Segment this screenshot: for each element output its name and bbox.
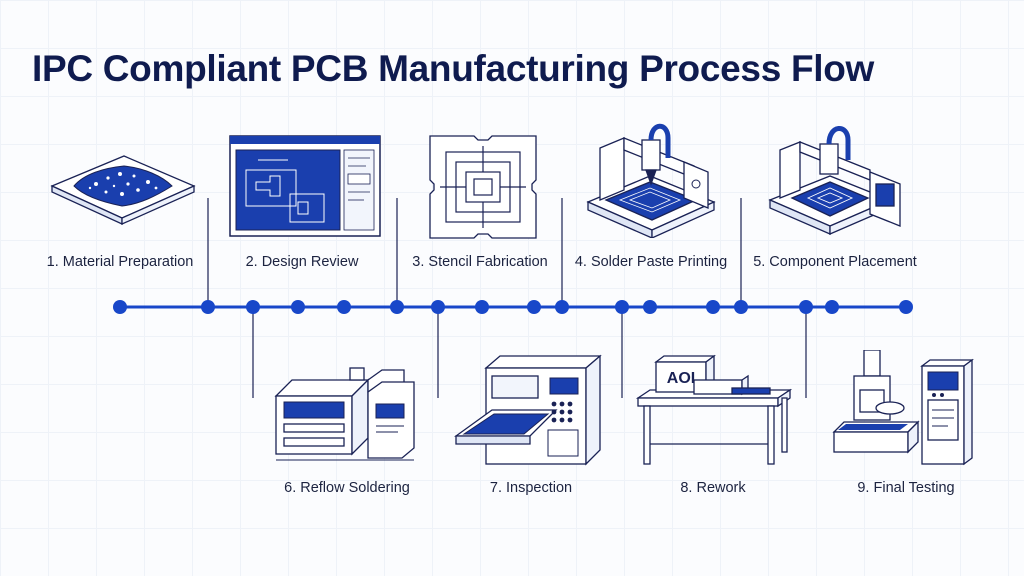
substrate-icon	[50, 155, 196, 226]
step-label-rework: 8. Rework	[680, 480, 746, 496]
step-label-solder-paste-printing: 4. Solder Paste Printing	[574, 254, 728, 270]
reflow-oven-icon	[274, 367, 415, 461]
page-title: IPC Compliant PCB Manufacturing Process …	[32, 48, 875, 89]
step-label-component-placement: 5. Component Placement	[753, 254, 917, 270]
aoi-sign: AOI	[667, 370, 695, 387]
test-station-icon	[832, 350, 974, 466]
stencil-icon	[429, 135, 537, 239]
inspection-machine-icon	[453, 354, 602, 466]
step-label-material-preparation: 1. Material Preparation	[46, 254, 194, 270]
step-label-reflow-soldering: 6. Reflow Soldering	[284, 480, 410, 496]
pick-and-place-icon	[768, 126, 901, 235]
step-label-final-testing: 9. Final Testing	[857, 480, 955, 496]
paste-printer-icon	[586, 123, 716, 238]
step-label-stencil-fabrication: 3. Stencil Fabrication	[412, 254, 548, 270]
cad-monitor-icon	[229, 135, 381, 237]
step-label-design-review: 2. Design Review	[245, 254, 359, 270]
step-label-inspection: 7. Inspection	[489, 480, 573, 496]
rework-bench-icon: AOI	[636, 354, 792, 465]
